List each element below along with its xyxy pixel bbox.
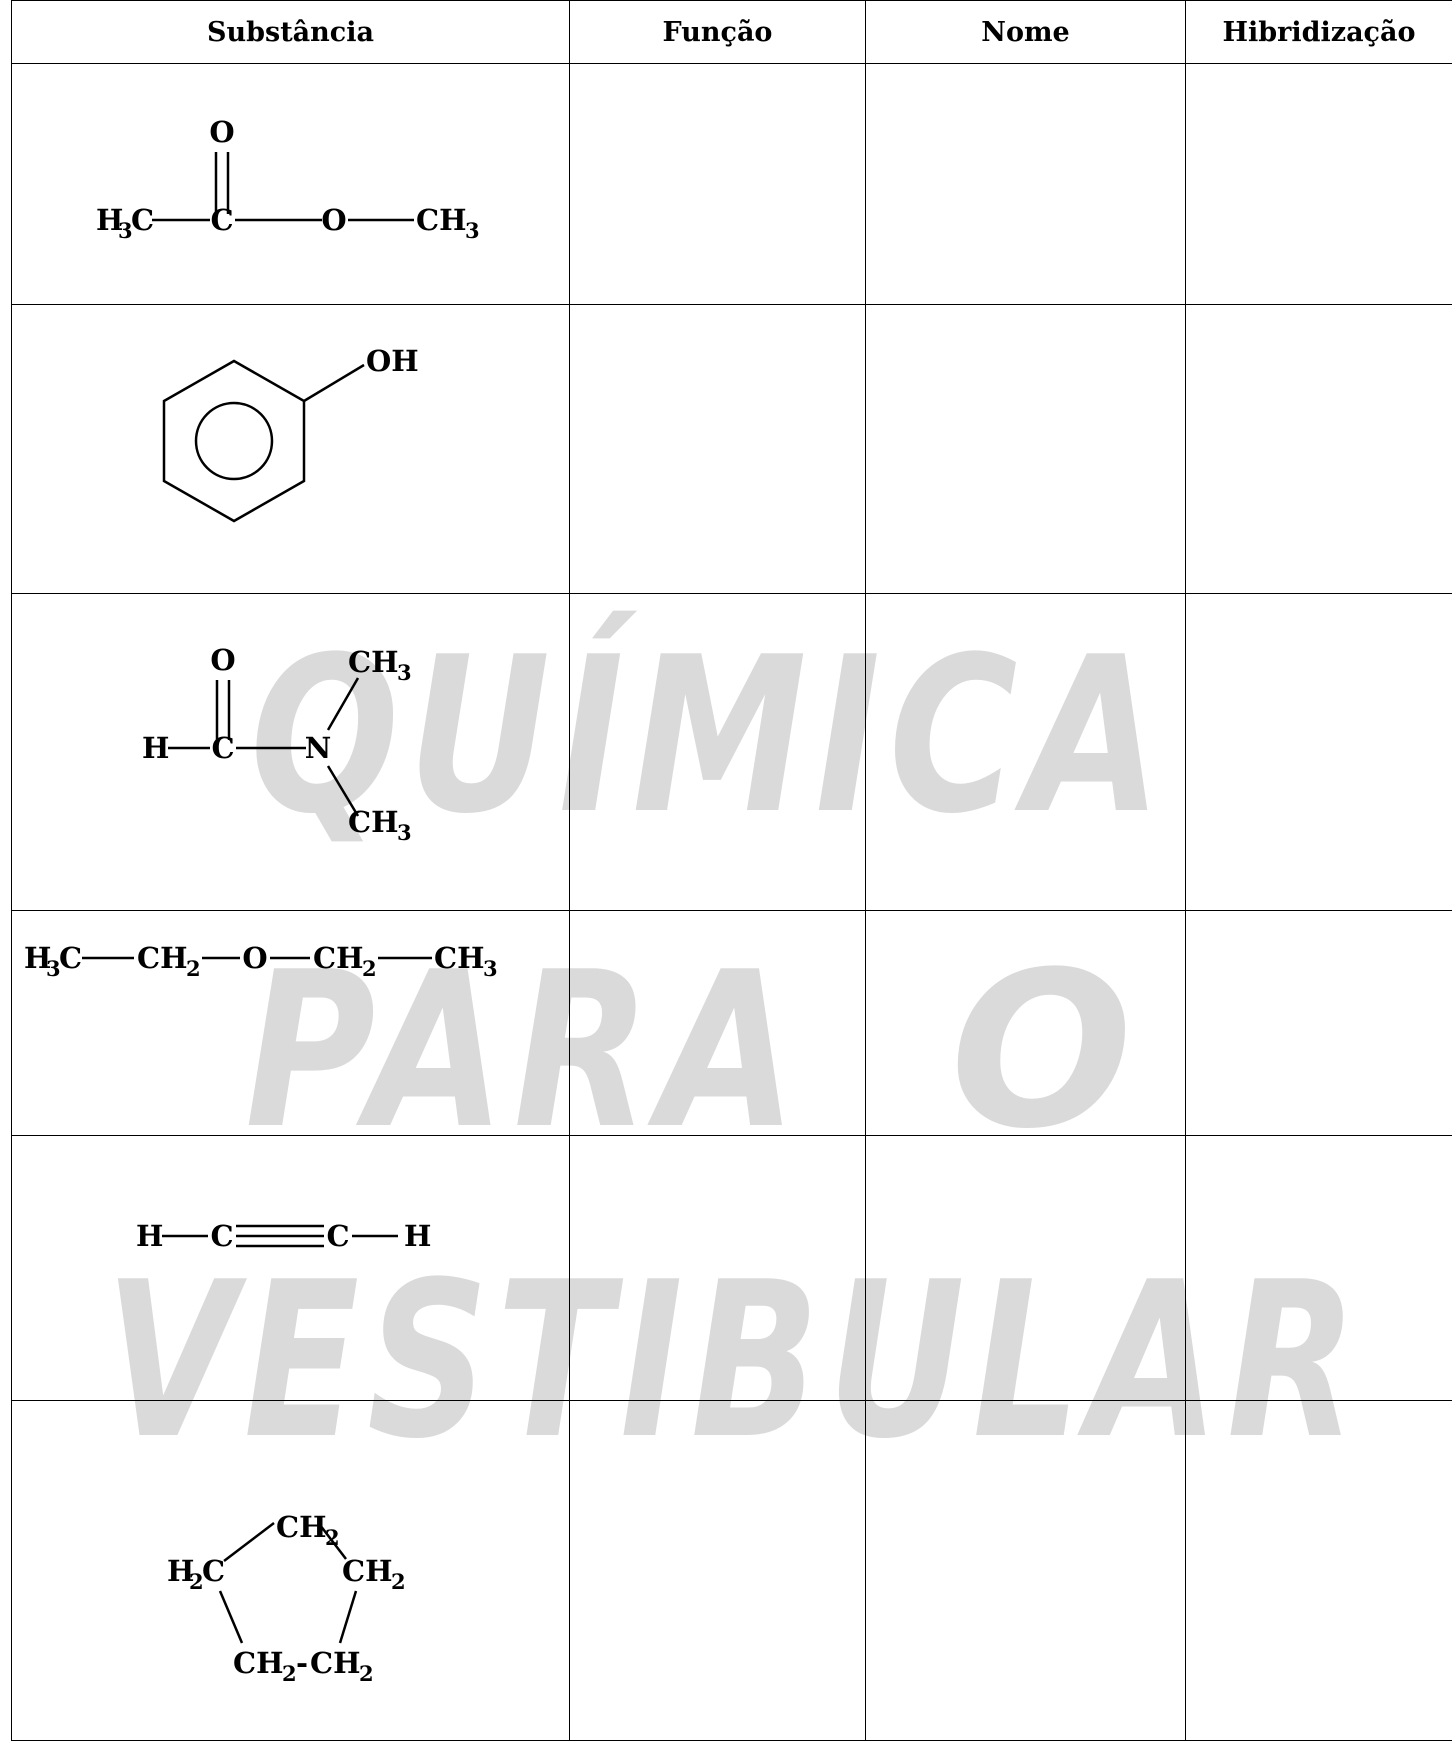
atom-ch: CH (348, 645, 398, 679)
atom-ch: CH (233, 1646, 283, 1680)
subscript: 2 (391, 1569, 406, 1594)
benzene-ring (164, 361, 304, 521)
header-funcao: Função (570, 1, 866, 64)
atom-ch: CH (434, 941, 484, 975)
atom-ch: CH (348, 805, 398, 839)
cell-substancia: H 3 C CH 2 O CH 2 CH 3 (12, 911, 570, 1136)
table-row: O H C N CH 3 CH 3 (12, 594, 1452, 911)
substances-table: Substância Função Nome Hibridização O H … (11, 0, 1452, 1741)
cell-hibridizacao[interactable] (1186, 1401, 1452, 1741)
subscript: 2 (186, 956, 201, 981)
atom-c: C (202, 1554, 225, 1588)
cell-funcao[interactable] (570, 1136, 866, 1401)
structure-acetylene: H C C H (12, 1136, 570, 1400)
structure-phenol: OH (12, 305, 570, 593)
subscript: 3 (483, 956, 498, 981)
structure-cyclopentane: CH 2 H 2 C CH 2 CH 2 - CH 2 (12, 1401, 570, 1740)
cell-funcao[interactable] (570, 911, 866, 1136)
subscript: 3 (397, 820, 412, 845)
cell-nome[interactable] (866, 594, 1186, 911)
atom-o: O (321, 203, 346, 237)
atom-ch: CH (276, 1510, 326, 1544)
atom-c: C (210, 203, 233, 237)
atom-o: O (209, 115, 234, 149)
cell-substancia: O H C N CH 3 CH 3 (12, 594, 570, 911)
atom-ch: CH (313, 941, 363, 975)
subscript: 3 (465, 218, 480, 243)
subscript: 3 (397, 660, 412, 685)
atom-o: O (210, 643, 235, 677)
subscript: 2 (362, 956, 377, 981)
atom-h: H (142, 731, 169, 765)
cell-nome[interactable] (866, 1136, 1186, 1401)
bond (304, 365, 364, 401)
atom-h: H (136, 1219, 163, 1253)
cell-hibridizacao[interactable] (1186, 911, 1452, 1136)
atom-c: C (59, 941, 82, 975)
structure-dimethylformamide: O H C N CH 3 CH 3 (12, 594, 570, 910)
table-row: H C C H (12, 1136, 1452, 1401)
cell-substancia: OH (12, 305, 570, 594)
atom-c: C (131, 203, 154, 237)
cell-nome[interactable] (866, 911, 1186, 1136)
cell-funcao[interactable] (570, 1401, 866, 1741)
cell-substancia: H C C H (12, 1136, 570, 1401)
table-row: H 3 C CH 2 O CH 2 CH 3 (12, 911, 1452, 1136)
cell-substancia: O H 3 C C O CH 3 (12, 64, 570, 305)
header-nome: Nome (866, 1, 1186, 64)
atom-ch: CH (416, 203, 466, 237)
atom-h: H (404, 1219, 431, 1253)
hyphen: - (296, 1646, 308, 1680)
cell-hibridizacao[interactable] (1186, 305, 1452, 594)
subscript: 2 (359, 1661, 374, 1686)
atom-o: O (242, 941, 267, 975)
header-row: Substância Função Nome Hibridização (12, 1, 1452, 64)
cell-hibridizacao[interactable] (1186, 64, 1452, 305)
cell-funcao[interactable] (570, 305, 866, 594)
bond (328, 678, 358, 730)
header-hibridizacao: Hibridização (1186, 1, 1452, 64)
atom-n: N (305, 731, 332, 765)
cell-funcao[interactable] (570, 594, 866, 911)
atom-ch: CH (137, 941, 187, 975)
structure-methyl-acetate: O H 3 C C O CH 3 (12, 64, 570, 304)
structure-diethyl-ether: H 3 C CH 2 O CH 2 CH 3 (12, 911, 570, 1135)
bond (224, 1523, 274, 1561)
cell-nome[interactable] (866, 305, 1186, 594)
cell-nome[interactable] (866, 64, 1186, 305)
cell-substancia: CH 2 H 2 C CH 2 CH 2 - CH 2 (12, 1401, 570, 1741)
table-row: O H 3 C C O CH 3 (12, 64, 1452, 305)
cell-hibridizacao[interactable] (1186, 1136, 1452, 1401)
atom-oh: OH (366, 344, 419, 378)
cell-funcao[interactable] (570, 64, 866, 305)
bond (220, 1591, 242, 1643)
atom-c: C (326, 1219, 349, 1253)
aromatic-circle (196, 403, 272, 479)
header-substancia: Substância (12, 1, 570, 64)
cell-nome[interactable] (866, 1401, 1186, 1741)
table-row: CH 2 H 2 C CH 2 CH 2 - CH 2 (12, 1401, 1452, 1741)
atom-ch: CH (310, 1646, 360, 1680)
atom-ch: CH (342, 1554, 392, 1588)
subscript: 2 (282, 1661, 297, 1686)
atom-c: C (211, 731, 234, 765)
cell-hibridizacao[interactable] (1186, 594, 1452, 911)
table-row: OH (12, 305, 1452, 594)
bond (340, 1591, 356, 1643)
atom-c: C (210, 1219, 233, 1253)
